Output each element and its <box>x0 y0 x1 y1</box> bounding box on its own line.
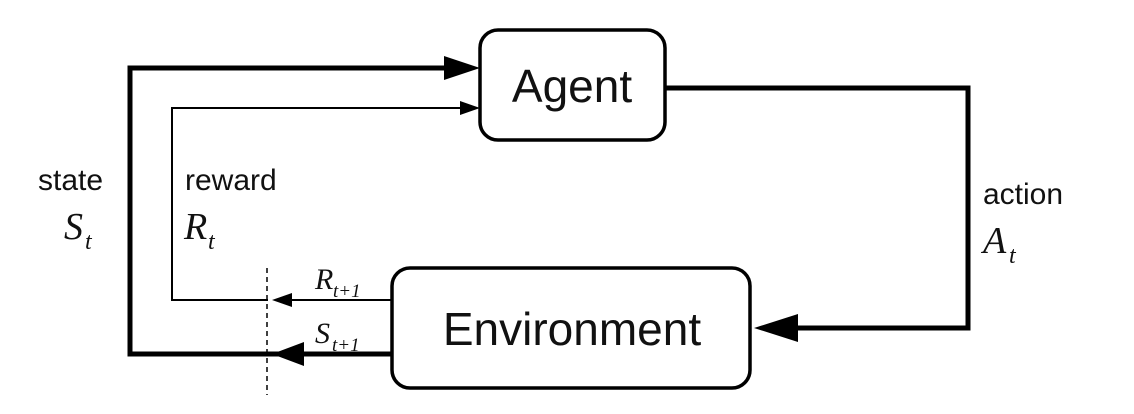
environment-label: Environment <box>443 303 701 355</box>
next-reward-arrowhead <box>272 293 292 307</box>
next-state-subscript: t+1 <box>332 335 360 356</box>
reward-edge <box>171 107 462 301</box>
agent-label: Agent <box>512 60 632 112</box>
state-edge <box>127 65 446 357</box>
action-subscript: t <box>1009 243 1017 269</box>
reward-symbol: R <box>183 206 207 248</box>
next-state-arrowhead <box>272 342 304 366</box>
agent-box <box>478 28 667 142</box>
state-arrowhead <box>444 56 480 80</box>
action-symbol: A <box>980 220 1007 262</box>
environment-box <box>390 266 752 390</box>
state-symbol: S <box>64 206 83 248</box>
reward-label: reward <box>185 164 277 197</box>
action-edge <box>665 85 971 331</box>
state-label: state <box>38 164 103 197</box>
next-reward-symbol: R <box>314 263 333 296</box>
action-label: action <box>983 178 1063 211</box>
next-reward-subscript: t+1 <box>333 281 361 302</box>
reward-arrowhead <box>460 101 480 115</box>
action-arrowhead <box>754 314 798 342</box>
reward-subscript: t <box>208 229 216 255</box>
next-state-symbol: S <box>315 317 330 350</box>
state-subscript: t <box>85 229 93 255</box>
